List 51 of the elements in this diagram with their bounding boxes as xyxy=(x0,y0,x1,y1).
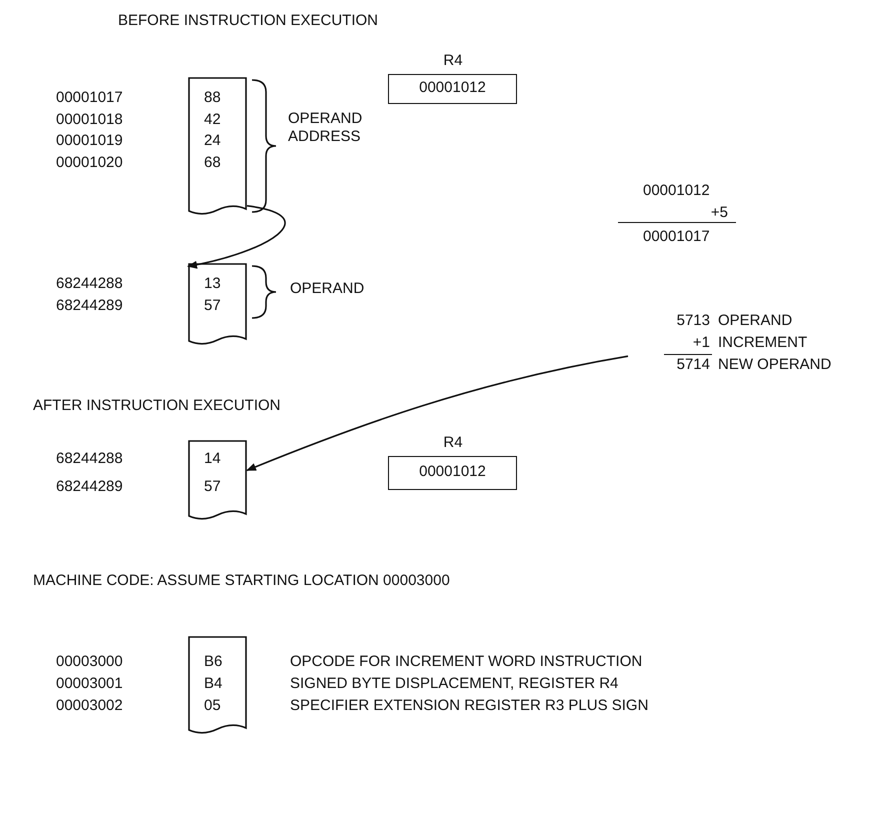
memory-block xyxy=(188,77,247,217)
memory-block xyxy=(188,440,247,522)
number: 5713 xyxy=(676,312,710,330)
number: +1 xyxy=(692,334,710,352)
brace-label: OPERAND xyxy=(290,280,364,298)
memory-value: B6 xyxy=(204,653,222,671)
description-text: SPECIFIER EXTENSION REGISTER R3 PLUS SIGN xyxy=(290,697,648,715)
heading: BEFORE INSTRUCTION EXECUTION xyxy=(118,12,378,30)
brace-label: OPERAND ADDRESS xyxy=(288,110,364,146)
note-text: OPERAND xyxy=(718,312,792,330)
description-text: SIGNED BYTE DISPLACEMENT, REGISTER R4 xyxy=(290,675,618,693)
note-text: INCREMENT xyxy=(718,334,808,352)
curved-arrow xyxy=(187,205,286,268)
address-label: 00003002 xyxy=(56,697,123,715)
curved-arrow xyxy=(246,355,628,472)
memory-value: 42 xyxy=(204,110,221,128)
number: 5714 xyxy=(676,356,710,374)
address-label: 68244288 xyxy=(56,275,123,293)
memory-value: 68 xyxy=(204,154,221,172)
memory-value: B4 xyxy=(204,675,222,693)
memory-value: 24 xyxy=(204,132,221,150)
address-label: 00001020 xyxy=(56,154,123,172)
number: +5 xyxy=(710,204,728,222)
memory-value: 14 xyxy=(204,450,221,468)
memory-value: 57 xyxy=(204,297,221,315)
address-label: 68244289 xyxy=(56,478,123,496)
heading: AFTER INSTRUCTION EXECUTION xyxy=(33,397,281,415)
memory-block xyxy=(188,263,247,347)
memory-value: 05 xyxy=(204,697,221,715)
memory-block xyxy=(188,636,247,736)
number: 00001012 xyxy=(643,182,710,200)
register-name: R4 xyxy=(442,434,464,452)
register-value: 00001012 xyxy=(388,456,517,490)
description-text: OPCODE FOR INCREMENT WORD INSTRUCTION xyxy=(290,653,642,671)
address-label: 68244289 xyxy=(56,297,123,315)
note-text: NEW OPERAND xyxy=(718,356,832,374)
address-label: 00001017 xyxy=(56,89,123,107)
heading: MACHINE CODE: ASSUME STARTING LOCATION 00003000 xyxy=(33,572,450,590)
register xyxy=(388,434,518,490)
register-value: 00001012 xyxy=(388,74,517,104)
memory-value: 13 xyxy=(204,275,221,293)
address-label: 00003001 xyxy=(56,675,123,693)
number: 00001017 xyxy=(643,228,710,246)
memory-value: 57 xyxy=(204,478,221,496)
register xyxy=(388,52,518,104)
address-label: 68244288 xyxy=(56,450,123,468)
address-label: 00001018 xyxy=(56,110,123,128)
memory-value: 88 xyxy=(204,89,221,107)
address-label: 00003000 xyxy=(56,653,123,671)
address-label: 00001019 xyxy=(56,132,123,150)
register-name: R4 xyxy=(442,52,464,70)
